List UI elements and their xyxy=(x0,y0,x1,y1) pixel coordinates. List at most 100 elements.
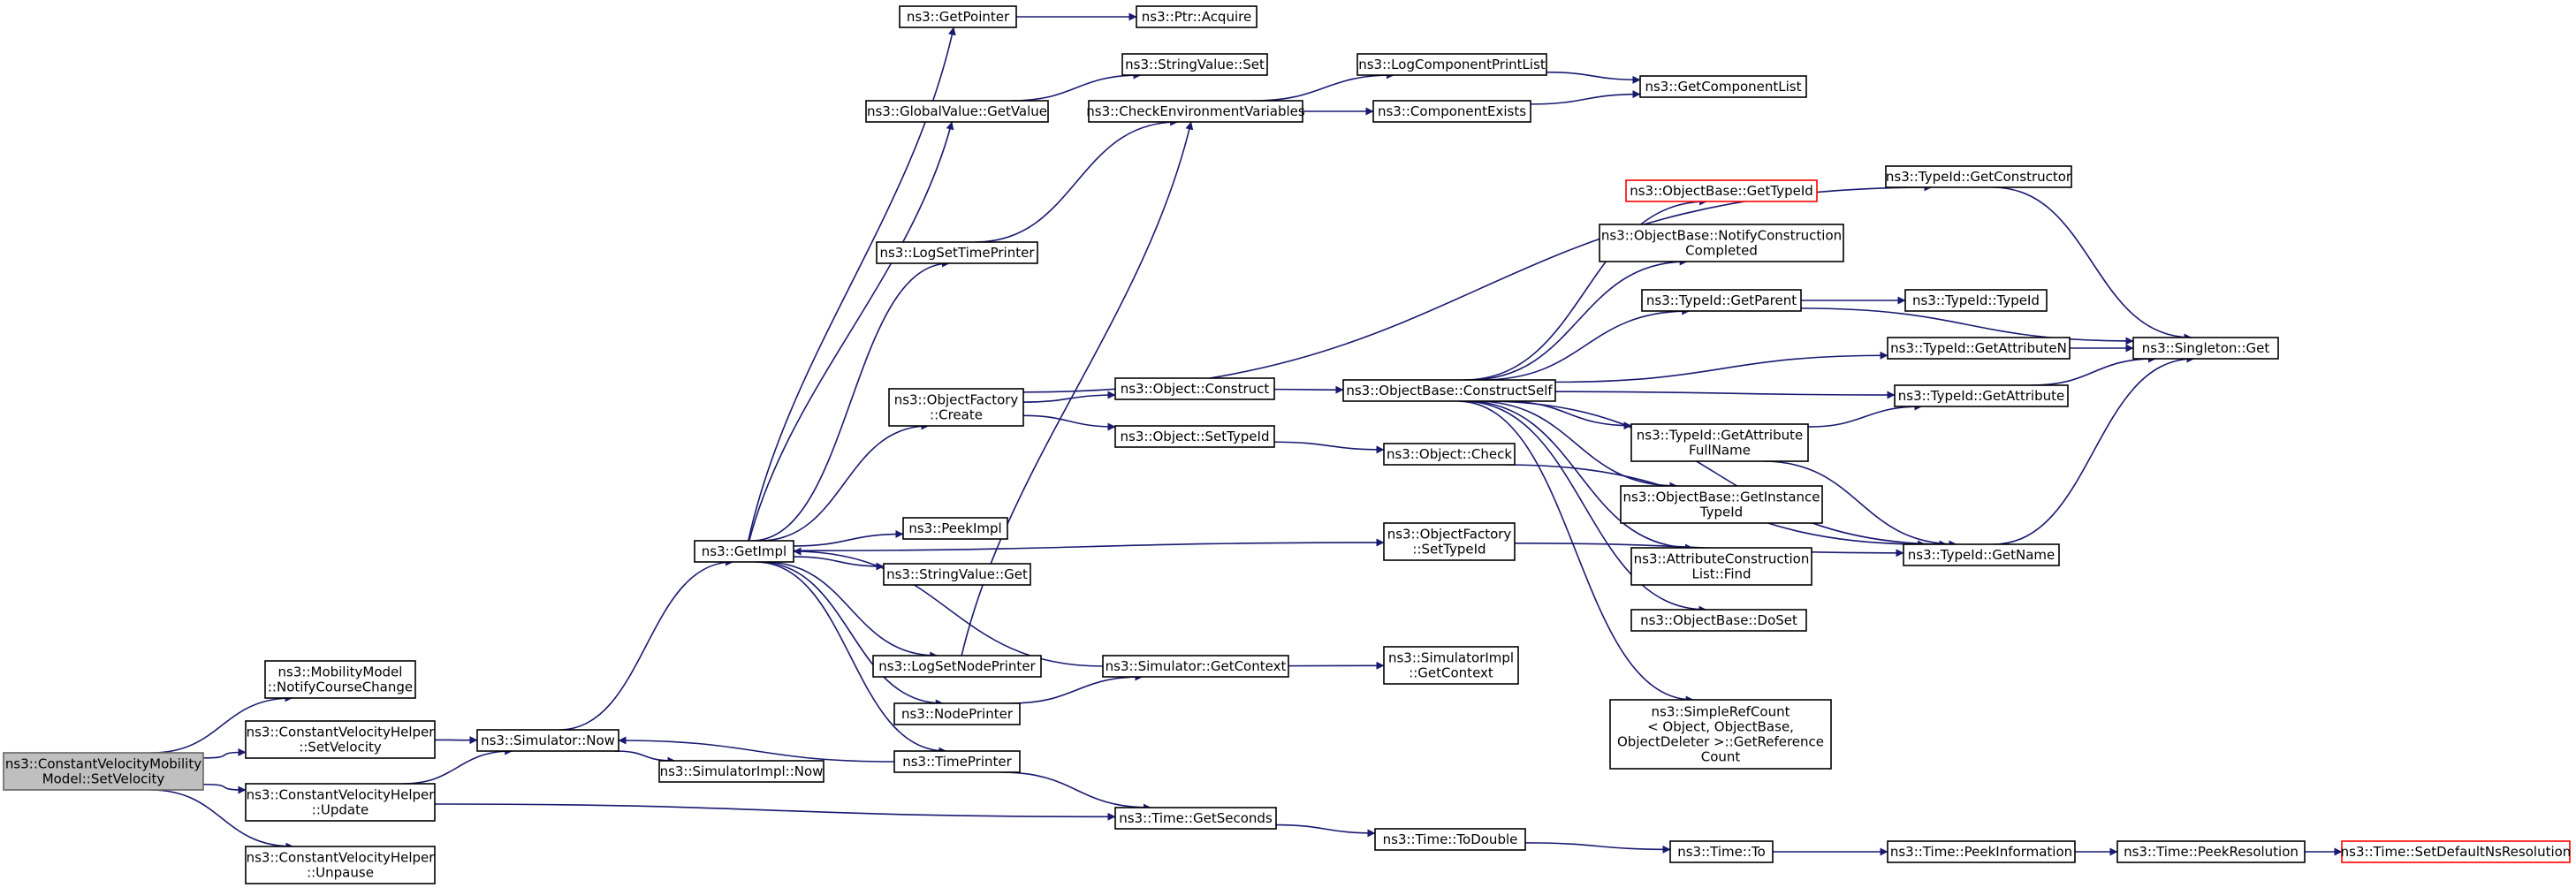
node-cvh-setvel[interactable]: ns3::ConstantVelocityHelper::SetVelocity xyxy=(245,720,436,759)
node-box[interactable] xyxy=(893,702,1021,725)
node-timeprinter[interactable]: ns3::TimePrinter xyxy=(893,750,1021,773)
node-box[interactable] xyxy=(245,846,436,884)
node-box[interactable] xyxy=(1630,423,1809,462)
node-simimpl-now[interactable]: ns3::SimulatorImpl::Now xyxy=(658,760,824,783)
node-box[interactable] xyxy=(1887,840,2076,863)
node-box[interactable] xyxy=(1887,337,2071,360)
node-box[interactable] xyxy=(1904,289,2048,312)
node-time-peekres[interactable]: ns3::Time::PeekResolution xyxy=(2116,840,2306,863)
node-globalvalue-getvalue[interactable]: ns3::GlobalValue::GetValue xyxy=(865,100,1049,123)
node-object-check[interactable]: ns3::Object::Check xyxy=(1383,443,1516,466)
node-objbase-gettypeid[interactable]: ns3::ObjectBase::GetTypeId xyxy=(1625,179,1818,202)
node-getpointer[interactable]: ns3::GetPointer xyxy=(899,5,1017,28)
node-box[interactable] xyxy=(694,540,794,563)
node-cvh-unpause[interactable]: ns3::ConstantVelocityHelper::Unpause xyxy=(245,846,436,884)
node-check-env[interactable]: ns3::CheckEnvironmentVariables xyxy=(1086,100,1305,123)
node-objfactory-create[interactable]: ns3::ObjectFactory::Create xyxy=(888,388,1024,427)
node-box[interactable] xyxy=(1342,379,1556,402)
node-box[interactable] xyxy=(1114,377,1275,400)
node-box[interactable] xyxy=(264,660,416,699)
node-box[interactable] xyxy=(1885,165,2072,188)
node-box[interactable] xyxy=(1903,543,2060,566)
node-typeid-getparent[interactable]: ns3::TypeId::GetParent xyxy=(1641,289,1802,312)
node-box[interactable] xyxy=(1374,828,1526,851)
node-box[interactable] xyxy=(1088,100,1303,123)
node-peekimpl[interactable]: ns3::PeekImpl xyxy=(902,517,1008,540)
node-box[interactable] xyxy=(245,783,436,822)
node-box[interactable] xyxy=(1894,384,2069,407)
node-box[interactable] xyxy=(1620,485,1823,524)
node-box[interactable] xyxy=(876,241,1038,264)
node-time-todouble[interactable]: ns3::Time::ToDouble xyxy=(1374,828,1526,851)
node-sim-getcontext[interactable]: ns3::Simulator::GetContext xyxy=(1102,655,1289,678)
node-box[interactable] xyxy=(1599,224,1844,262)
node-box[interactable] xyxy=(3,752,204,791)
node-sim-now[interactable]: ns3::Simulator::Now xyxy=(476,729,619,752)
node-get-comp-list[interactable]: ns3::GetComponentList xyxy=(1639,75,1807,98)
node-time-peekinfo[interactable]: ns3::Time::PeekInformation xyxy=(1887,840,2076,863)
node-box[interactable] xyxy=(1356,53,1547,76)
node-box[interactable] xyxy=(658,760,824,783)
node-box[interactable] xyxy=(1639,75,1807,98)
node-box[interactable] xyxy=(1114,807,1277,830)
node-box[interactable] xyxy=(1669,840,1774,863)
node-notify-course[interactable]: ns3::MobilityModel::NotifyCourseChange xyxy=(264,660,416,699)
node-ptr-acquire[interactable]: ns3::Ptr::Acquire xyxy=(1136,5,1258,28)
node-box[interactable] xyxy=(2116,840,2306,863)
node-box[interactable] xyxy=(476,729,619,752)
node-typeid-getname[interactable]: ns3::TypeId::GetName xyxy=(1903,543,2060,566)
node-logset-timeprinter[interactable]: ns3::LogSetTimePrinter xyxy=(876,241,1038,264)
node-box[interactable] xyxy=(1383,443,1516,466)
node-box[interactable] xyxy=(2132,337,2279,360)
node-box[interactable] xyxy=(245,720,436,759)
node-box[interactable] xyxy=(1625,179,1818,202)
node-box[interactable] xyxy=(1630,609,1807,632)
node-objbase-constructself[interactable]: ns3::ObjectBase::ConstructSelf xyxy=(1342,379,1556,402)
node-objfactory-settypeid[interactable]: ns3::ObjectFactory::SetTypeId xyxy=(1383,522,1516,561)
node-root[interactable]: ns3::ConstantVelocityMobilityModel::SetV… xyxy=(3,752,204,791)
node-time-getseconds[interactable]: ns3::Time::GetSeconds xyxy=(1114,807,1277,830)
node-box[interactable] xyxy=(1121,53,1268,76)
node-box[interactable] xyxy=(1609,699,1832,770)
node-box[interactable] xyxy=(888,388,1024,427)
node-logset-nodeprinter[interactable]: ns3::LogSetNodePrinter xyxy=(872,655,1042,678)
node-simplerefcount[interactable]: ns3::SimpleRefCount< Object, ObjectBase,… xyxy=(1609,699,1832,770)
node-box[interactable] xyxy=(1136,5,1258,28)
node-typeid-typeid[interactable]: ns3::TypeId::TypeId xyxy=(1904,289,2048,312)
node-box[interactable] xyxy=(902,517,1008,540)
node-box[interactable] xyxy=(1630,547,1812,586)
node-typeid-getattrn[interactable]: ns3::TypeId::GetAttributeN xyxy=(1887,337,2071,360)
node-box[interactable] xyxy=(1114,425,1275,448)
node-cvh-update[interactable]: ns3::ConstantVelocityHelper::Update xyxy=(245,783,436,822)
node-box[interactable] xyxy=(1383,646,1519,685)
node-getimpl[interactable]: ns3::GetImpl xyxy=(694,540,794,563)
node-object-settypeid[interactable]: ns3::Object::SetTypeId xyxy=(1114,425,1275,448)
node-comp-exists[interactable]: ns3::ComponentExists xyxy=(1372,100,1531,123)
node-box[interactable] xyxy=(865,100,1049,123)
node-box[interactable] xyxy=(2341,840,2571,863)
node-objbase-notify[interactable]: ns3::ObjectBase::NotifyConstructionCompl… xyxy=(1599,224,1844,262)
node-objbase-doset[interactable]: ns3::ObjectBase::DoSet xyxy=(1630,609,1807,632)
node-stringvalue-set[interactable]: ns3::StringValue::Set xyxy=(1121,53,1268,76)
node-box[interactable] xyxy=(893,750,1021,773)
node-nodeprinter[interactable]: ns3::NodePrinter xyxy=(893,702,1021,725)
node-object-construct[interactable]: ns3::Object::Construct xyxy=(1114,377,1275,400)
node-box[interactable] xyxy=(883,563,1031,586)
node-box[interactable] xyxy=(1372,100,1531,123)
node-singleton-get[interactable]: ns3::Singleton::Get xyxy=(2132,337,2279,360)
node-box[interactable] xyxy=(1383,522,1516,561)
node-time-to[interactable]: ns3::Time::To xyxy=(1669,840,1774,863)
node-typeid-getconstructor[interactable]: ns3::TypeId::GetConstructor xyxy=(1885,165,2072,188)
node-time-setdefault[interactable]: ns3::Time::SetDefaultNsResolution xyxy=(2341,840,2572,863)
node-box[interactable] xyxy=(872,655,1042,678)
node-box[interactable] xyxy=(1641,289,1802,312)
node-logcomp-print[interactable]: ns3::LogComponentPrintList xyxy=(1356,53,1547,76)
node-box[interactable] xyxy=(899,5,1017,28)
node-stringvalue-get[interactable]: ns3::StringValue::Get xyxy=(883,563,1031,586)
node-simimpl-getcontext[interactable]: ns3::SimulatorImpl::GetContext xyxy=(1383,646,1519,685)
node-box[interactable] xyxy=(1102,655,1289,678)
node-typeid-getattr[interactable]: ns3::TypeId::GetAttribute xyxy=(1894,384,2069,407)
